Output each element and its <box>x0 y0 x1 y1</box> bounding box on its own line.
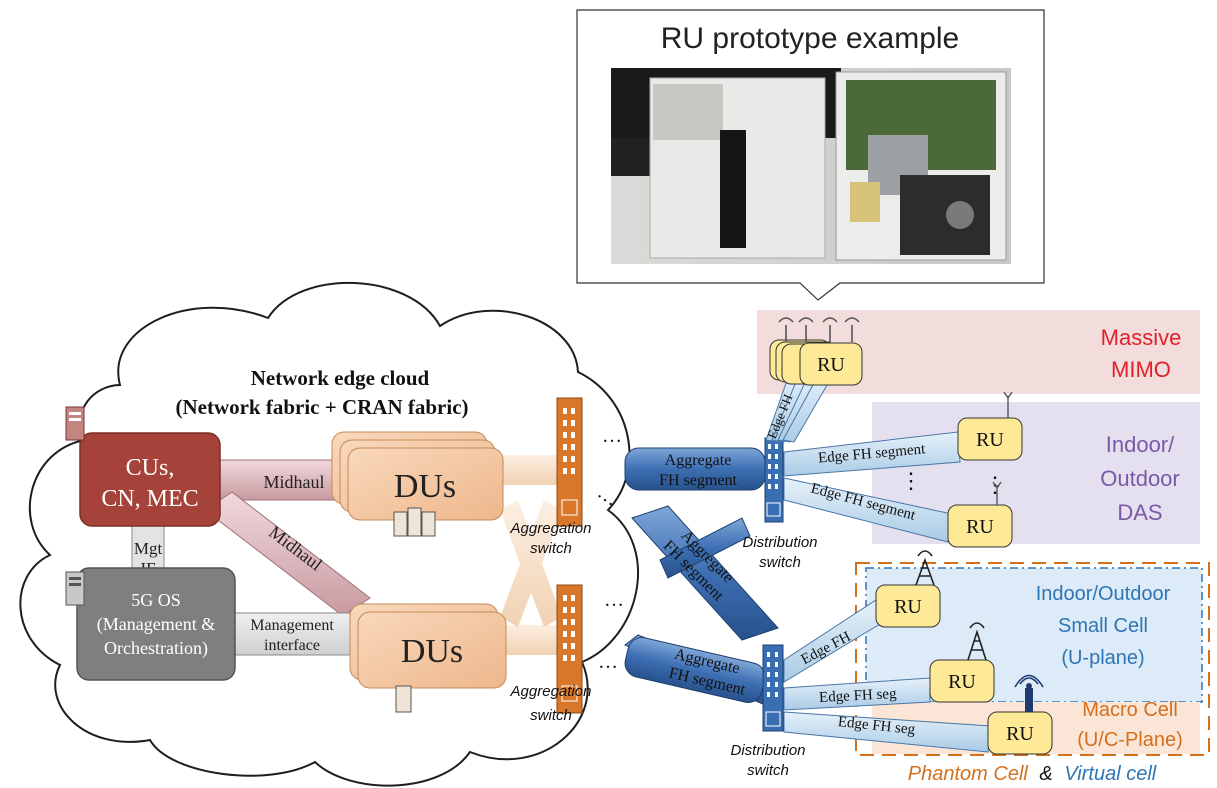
cloud-title-line1: Network edge cloud <box>251 366 430 390</box>
footer-phantom: Phantom Cell <box>908 763 1029 785</box>
agg-fh-top-line2: FH segment <box>659 472 737 489</box>
mimo-label-line2: MIMO <box>1111 357 1171 382</box>
aggregation-switch-top-line1: Aggregation <box>510 520 592 537</box>
du-top-label: DUs <box>394 468 456 505</box>
distribution-switch-top-line1: Distribution <box>742 534 817 551</box>
aggregation-switch-top-line2: switch <box>530 540 572 557</box>
macro-tower-icon <box>1014 674 1044 712</box>
das-vdots-1: ⋮ <box>900 468 922 493</box>
ellipsis-bottom-1: … <box>604 589 624 611</box>
ru-small-1-label: RU <box>894 596 922 618</box>
mgmt-label-line1: Management <box>250 617 334 634</box>
mgt-if-line1: Mgt <box>134 539 163 558</box>
server-cluster-icon-top <box>393 507 436 537</box>
aggregation-switch-bottom[interactable] <box>556 584 583 714</box>
du-stack-top[interactable]: DUs <box>331 431 504 521</box>
edge-fh-small-2-label: Edge FH seg <box>819 686 898 706</box>
du-bottom-label: DUs <box>401 633 463 670</box>
5g-os-box[interactable] <box>76 567 236 681</box>
callout-title: RU prototype example <box>661 22 959 55</box>
edge-fh-small-2 <box>783 677 931 711</box>
small-cell-label-line1: Indoor/Outdoor <box>1036 583 1171 605</box>
mgmt-label-line2: interface <box>264 637 320 654</box>
tower-icon-small-1 <box>915 550 935 586</box>
ru-das-2-label: RU <box>966 516 994 538</box>
das-label-line3: DAS <box>1117 500 1162 525</box>
distribution-switch-top-line2: switch <box>759 554 801 571</box>
edge-fh-macro <box>783 711 991 753</box>
ru-massive-mimo-stack[interactable]: RU <box>769 339 863 386</box>
du-stack-bottom[interactable]: DUs <box>349 603 507 689</box>
ru-small-2-label: RU <box>948 671 976 693</box>
ellipsis-top-1: … <box>602 425 622 447</box>
midhaul-top-label: Midhaul <box>264 472 325 492</box>
ellipsis-bottom-2: … <box>598 651 618 673</box>
cross-link-2 <box>500 500 562 627</box>
aggregate-fh-diag <box>631 505 779 641</box>
ru-small-cell-2[interactable]: RU <box>929 659 995 703</box>
small-cell-label-line3: (U-plane) <box>1061 647 1144 669</box>
ru-das-2[interactable]: RU <box>947 504 1013 548</box>
macro-cell-label-line1: Macro Cell <box>1082 699 1178 721</box>
server-icon-cu <box>65 406 85 441</box>
ru-small-cell-1[interactable]: RU <box>875 584 941 628</box>
edge-fh-das-2 <box>783 477 953 543</box>
cu-label-line1: CUs, <box>126 455 175 481</box>
du-top-to-agg-link <box>495 455 557 485</box>
antenna-array-icon <box>778 317 860 342</box>
server-icon-du-bottom <box>395 685 412 713</box>
aggregation-switch-bottom-line2: switch <box>530 707 572 724</box>
region-phantom-cell <box>855 562 1210 756</box>
distribution-switch-bottom[interactable] <box>762 644 784 732</box>
antenna-das-2-icon <box>992 481 1002 505</box>
ru-das-1-label: RU <box>976 429 1004 451</box>
agg-fh-top-line1: Aggregate <box>665 452 732 469</box>
callout-ru-prototype: RU prototype example <box>576 9 1045 301</box>
tower-icon-small-2 <box>967 622 987 661</box>
aggregation-switch-bottom-line1: Aggregation <box>510 683 592 700</box>
macro-cell-label-line2: (U/C-Plane) <box>1077 729 1183 751</box>
ru-mimo-label: RU <box>817 354 845 376</box>
midhaul-diag-link <box>204 491 371 617</box>
ru-prototype-photo <box>611 68 1011 264</box>
management-interface-link <box>229 612 351 656</box>
edge-fh-das-1 <box>783 431 961 477</box>
server-icon-os <box>65 571 85 606</box>
small-cell-label-line2: Small Cell <box>1058 615 1148 637</box>
footer-amp: & <box>1039 763 1052 785</box>
ru-macro-label: RU <box>1006 723 1034 745</box>
ru-das-1[interactable]: RU <box>957 417 1023 461</box>
footer-caption: Phantom Cell & Virtual cell <box>908 763 1157 785</box>
distribution-switch-top[interactable] <box>764 437 784 523</box>
cu-label-line2: CN, MEC <box>101 486 198 512</box>
das-label-line2: Outdoor <box>1100 466 1180 491</box>
antenna-das-1-icon <box>1003 391 1013 418</box>
distribution-switch-bottom-line1: Distribution <box>730 742 805 759</box>
os-label-line1: 5G OS <box>131 590 181 610</box>
cu-cn-mec-box[interactable] <box>79 432 221 527</box>
ru-macro-cell[interactable]: RU <box>987 711 1053 755</box>
aggregation-switch-top[interactable] <box>556 397 583 527</box>
das-label-line1: Indoor/ <box>1106 432 1175 457</box>
cloud-title-line2: (Network fabric + CRAN fabric) <box>175 395 468 419</box>
os-label-line2: (Management & <box>97 614 215 635</box>
footer-virtual: Virtual cell <box>1064 763 1156 785</box>
mimo-label-line1: Massive <box>1101 325 1182 350</box>
os-label-line3: Orchestration) <box>104 638 208 659</box>
distribution-switch-bottom-line2: switch <box>747 762 789 779</box>
